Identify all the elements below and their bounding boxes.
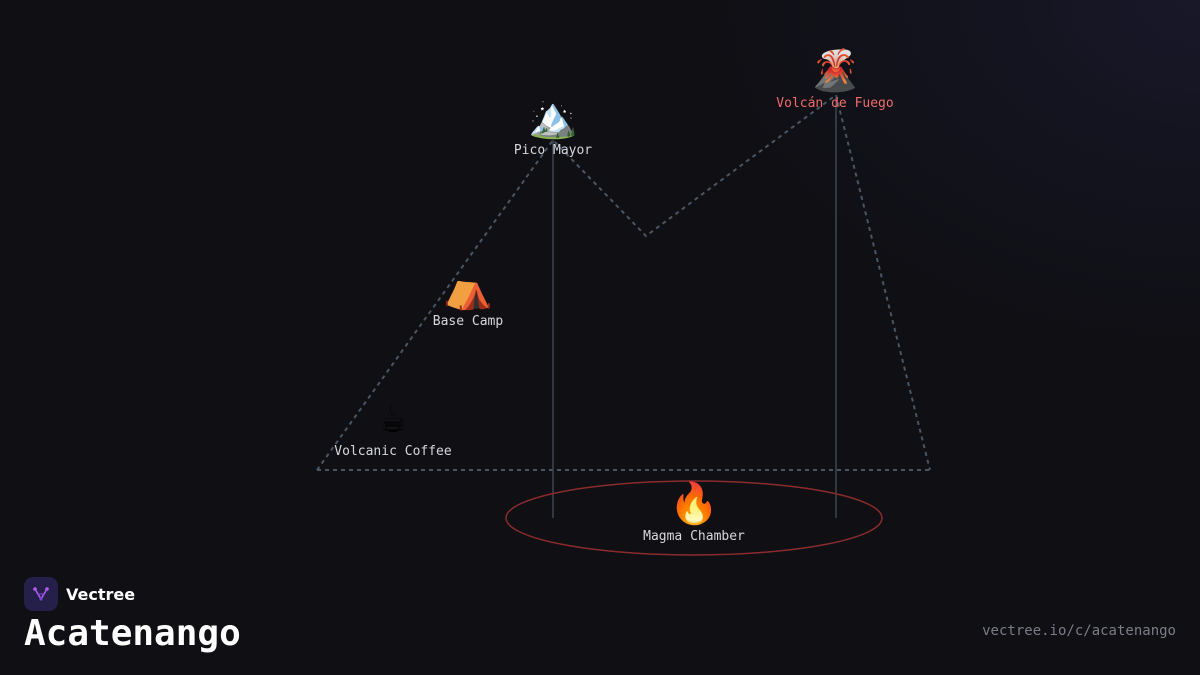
node-base-camp[interactable]: ⛺ Base Camp [433, 266, 503, 329]
coffee-icon: ☕ [380, 396, 406, 442]
node-magma-chamber[interactable]: 🔥 Magma Chamber [643, 481, 745, 544]
node-label: Volcán de Fuego [776, 96, 894, 111]
volcano-icon: 🌋 [810, 48, 860, 94]
tent-icon: ⛺ [443, 266, 493, 312]
node-volcan-de-fuego[interactable]: 🌋 Volcán de Fuego [776, 48, 893, 111]
page-title: Acatenango [24, 613, 241, 654]
node-label: Volcanic Coffee [334, 444, 452, 459]
node-label: Base Camp [432, 314, 504, 329]
vectree-logo-icon [24, 577, 58, 611]
snow-mountain-icon: 🏔️ [528, 95, 578, 141]
node-label: Magma Chamber [643, 529, 745, 544]
brand-name: Vectree [66, 584, 136, 604]
share-url[interactable]: vectree.io/c/acatenango [982, 623, 1176, 639]
brand[interactable]: Vectree [24, 577, 135, 611]
mountain-outline [316, 93, 931, 471]
fire-icon: 🔥 [669, 481, 719, 527]
node-volcanic-coffee[interactable]: ☕ Volcanic Coffee [334, 396, 451, 459]
magma-chamber-ring [505, 480, 883, 556]
node-label: Pico Mayor [513, 143, 593, 158]
node-pico-mayor[interactable]: 🏔️ Pico Mayor [514, 95, 592, 158]
